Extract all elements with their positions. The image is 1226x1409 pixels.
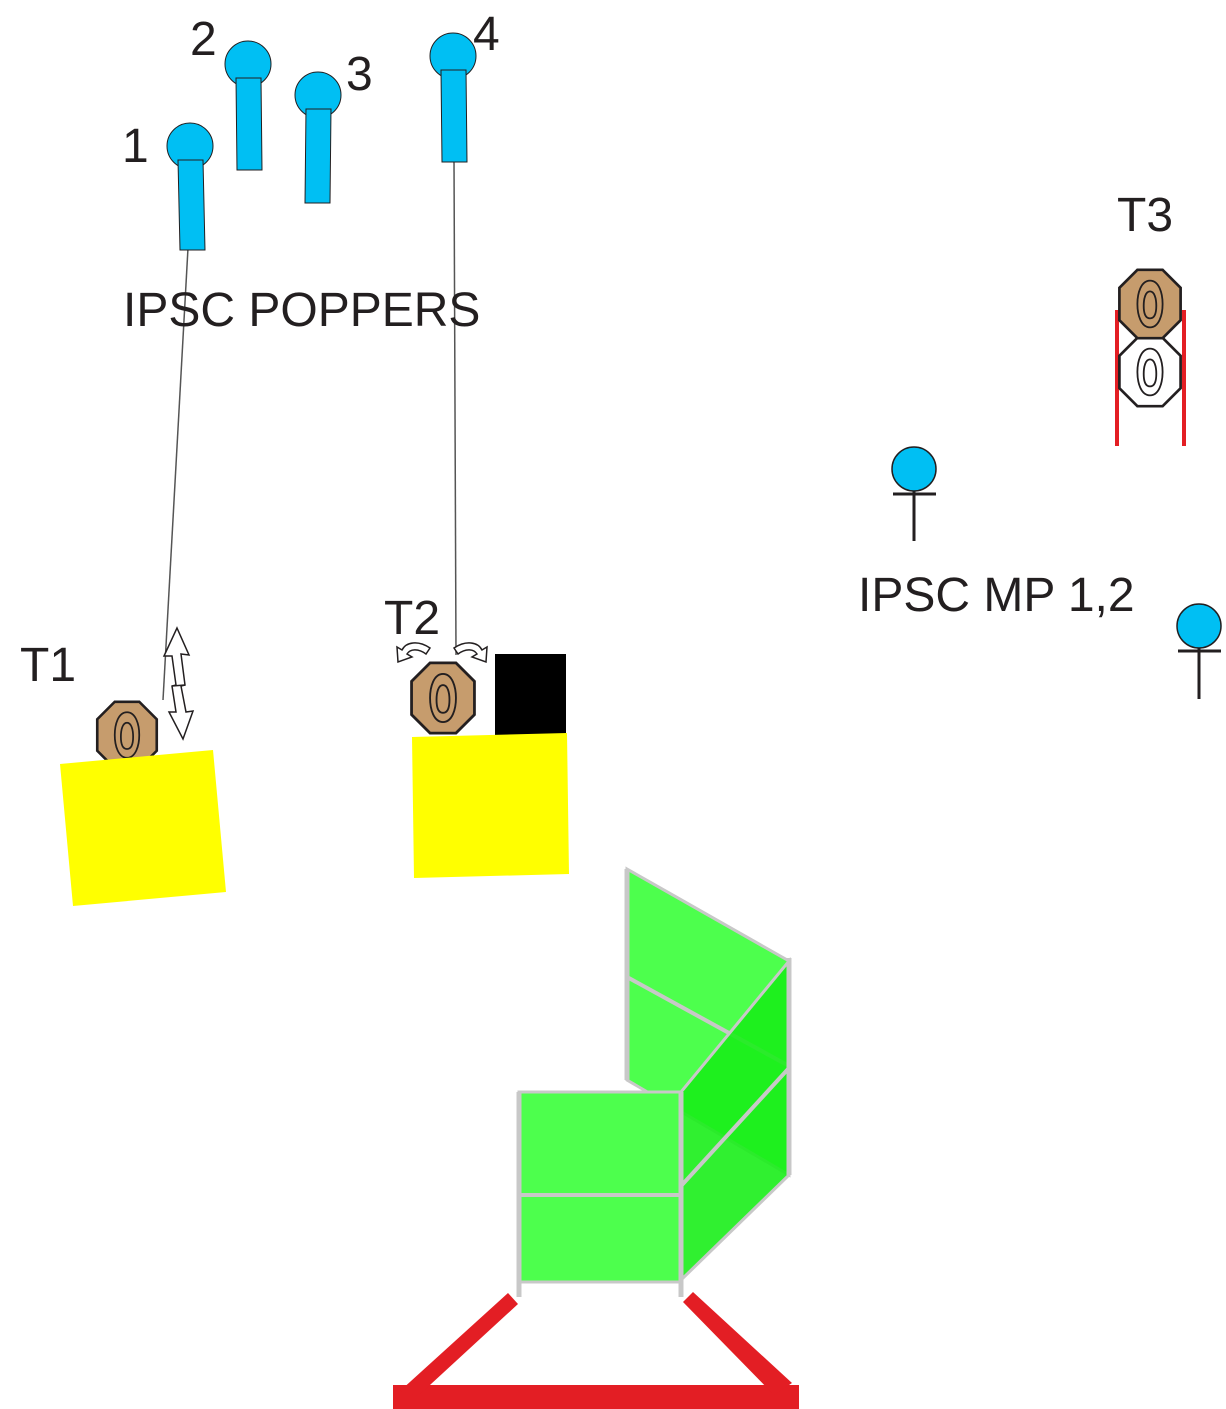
activation-cable-popper-1 — [162, 247, 189, 701]
mini-popper-2 — [1176, 603, 1222, 699]
mini-poppers-label: IPSC MP 1,2 — [858, 569, 1135, 622]
turner-arrow-left-icon — [396, 642, 432, 664]
mini-popper-1 — [891, 446, 937, 541]
target-2-label: T2 — [384, 592, 440, 645]
target-3-stand — [1115, 310, 1186, 446]
popper-2 — [224, 40, 272, 171]
target-3 — [1117, 268, 1183, 340]
hard-cover — [495, 654, 566, 744]
popper-2-label: 2 — [190, 13, 217, 66]
popper-1-label: 1 — [122, 120, 149, 173]
activation-cable-popper-4 — [453, 159, 457, 656]
barrel-t1 — [60, 750, 226, 906]
target-1-label: T1 — [20, 639, 76, 692]
wall-frame-posts — [516, 869, 792, 1297]
target-3-label: T3 — [1117, 189, 1173, 242]
popper-3-label: 3 — [346, 48, 373, 101]
swinger-arrow-icon — [162, 626, 195, 741]
activation-cables — [162, 159, 457, 701]
popper-4-label: 4 — [473, 8, 500, 61]
turner-arrow-right-icon — [452, 642, 488, 664]
no-shoot-target — [1117, 336, 1183, 408]
barrel-t2 — [412, 733, 569, 878]
poppers-group-label: IPSC POPPERS — [123, 284, 480, 337]
target-2 — [410, 661, 476, 735]
popper-1 — [166, 122, 214, 251]
popper-3 — [294, 71, 342, 204]
wall-front-panel — [517, 1090, 683, 1284]
fault-lines — [393, 1292, 799, 1409]
popper-4 — [429, 32, 477, 163]
